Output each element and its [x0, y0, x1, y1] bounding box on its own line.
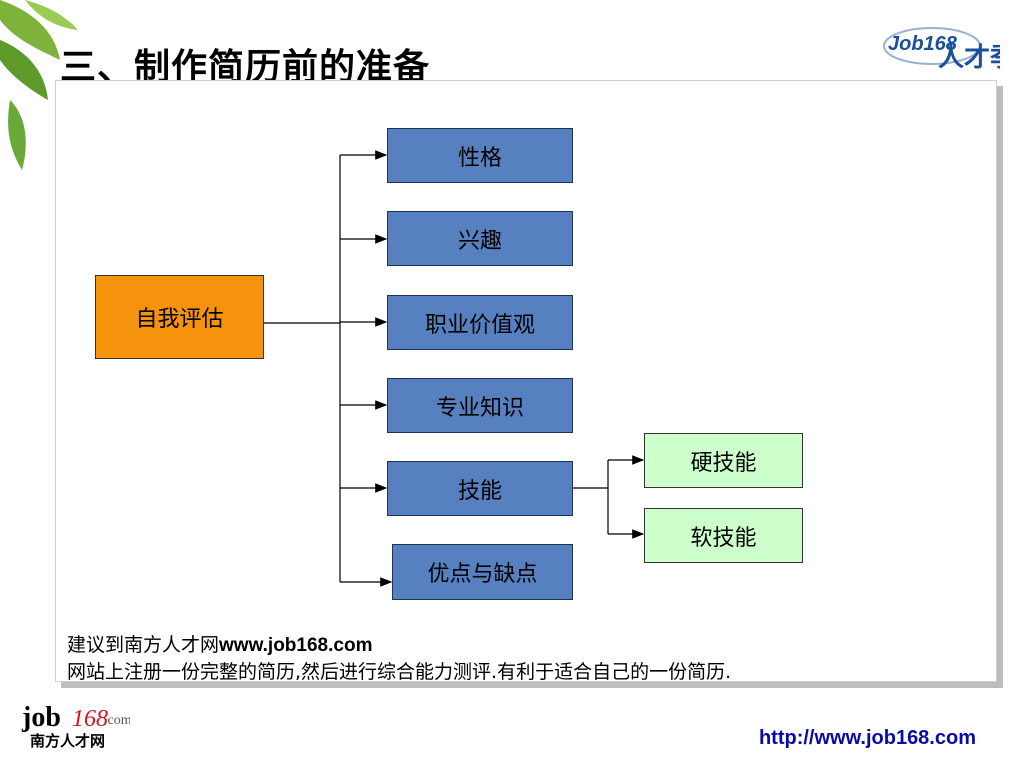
skill-node-soft-skills: 软技能 [644, 508, 803, 563]
advice-note: 建议到南方人才网www.job168.com 网站上注册一份完整的简历,然后进行… [67, 632, 731, 686]
branch-node-career-values: 职业价值观 [387, 295, 573, 350]
svg-text:人才季: 人才季 [938, 43, 1000, 73]
svg-text:Job168: Job168 [888, 33, 958, 55]
skill-node-hard-skills: 硬技能 [644, 433, 803, 488]
svg-text:南方人才网: 南方人才网 [30, 732, 105, 750]
svg-text:.com: .com [104, 713, 130, 728]
branch-node-interest: 兴趣 [387, 211, 573, 266]
leaf-decoration-icon [0, 0, 78, 170]
branch-node-personality: 性格 [387, 128, 573, 183]
branch-node-strengths-weaknesses: 优点与缺点 [392, 544, 573, 600]
branch-node-skills: 技能 [387, 461, 573, 516]
svg-text:168: 168 [72, 706, 108, 732]
job168-season-logo-icon: Job168 人才季 [883, 27, 1000, 73]
branch-node-professional-knowledge: 专业知识 [387, 378, 573, 433]
advice-line2: 网站上注册一份完整的简历,然后进行综合能力测评.有利于适合自己的一份简历. [67, 661, 732, 683]
advice-url: www.job168.com [219, 635, 373, 656]
advice-line1-prefix: 建议到南方人才网 [67, 634, 220, 656]
footer-url-link[interactable]: http://www.job168.com [758, 727, 976, 749]
root-node-self-assessment: 自我评估 [95, 275, 264, 359]
job168-footer-logo-icon: job 168 .com 南方人才网 [21, 702, 130, 750]
svg-text:job: job [21, 702, 61, 733]
